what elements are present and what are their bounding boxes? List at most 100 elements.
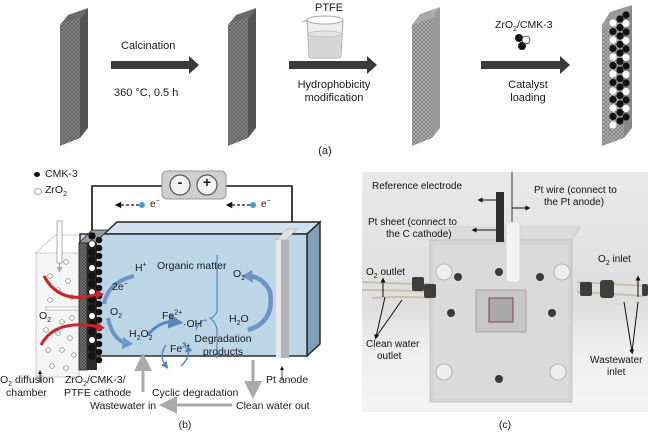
- cathode-particle: [88, 264, 96, 272]
- caption-b: (b): [178, 419, 192, 431]
- cmk3-particle: [95, 316, 103, 324]
- fe2-label: Fe2+: [162, 309, 183, 323]
- cmk3-particle: [616, 66, 624, 74]
- cmk3-particle: [609, 44, 617, 53]
- cmk3-particle: [95, 300, 103, 308]
- o2-bubble: [71, 352, 77, 358]
- cyclic-degradation-label: Cyclic degradation: [152, 387, 239, 399]
- zro2-particle: [609, 87, 617, 95]
- calcination-label: Calcination: [121, 40, 176, 52]
- o2-anode-label: O2: [233, 268, 246, 283]
- cathode-particle: [88, 232, 96, 240]
- electron-label-right: e−: [261, 197, 271, 210]
- hydroxyl-radical-label: ·OH: [183, 318, 203, 330]
- catalyst-loaded-electrode: [602, 5, 632, 146]
- fenton-arrow-2: [160, 344, 169, 369]
- o2-bubbles: [43, 259, 77, 371]
- o2-flow-arrow-upper: [42, 275, 99, 299]
- cmk3-particle: [616, 74, 624, 83]
- o2-flow-arrow-lower: [39, 323, 101, 346]
- process-arrow-1: [111, 56, 199, 74]
- cmk3-particle: [616, 83, 624, 91]
- cmk3-particle: [95, 356, 103, 364]
- zro2-legend-label: ZrO2: [45, 184, 67, 199]
- power-plus-terminal: [196, 174, 218, 196]
- loading-label: loading: [510, 92, 546, 104]
- o2-cathode-label: O2: [110, 306, 123, 321]
- pt-sheet-label-line2: the C cathode): [386, 229, 452, 240]
- cmk3-particle: [622, 45, 630, 53]
- electron-flow-right: [225, 201, 256, 209]
- zro2-legend-marker: [34, 188, 42, 195]
- minus-sign: -: [177, 174, 183, 190]
- carbon-cloth-electrode-2: [228, 8, 256, 146]
- zro2-particle: [622, 53, 630, 62]
- pt-wire-label-line1: Pt wire (connect to: [534, 185, 617, 196]
- cmk3-particle: [95, 260, 103, 268]
- zro2-particle: [622, 87, 630, 96]
- caption-c: (c): [498, 419, 512, 431]
- o2-bubble: [59, 319, 65, 325]
- o2-bubble: [67, 335, 73, 341]
- reference-electrode-label: Reference electrode: [372, 181, 463, 192]
- cmk3-particle: [616, 23, 624, 32]
- cmk3-particle: [609, 112, 617, 121]
- fenton-arrow-3: [180, 344, 193, 367]
- cmk3-particle: [95, 276, 103, 284]
- o2-inlet-label: O2 inlet: [598, 254, 631, 267]
- clean-water-outlet-label-line1: Clean water: [366, 339, 420, 350]
- ptfe-label: PTFE: [315, 2, 344, 14]
- cmk3-particle: [622, 11, 630, 19]
- cmk3-particle: [616, 108, 624, 117]
- cmk3-particle: [95, 332, 103, 340]
- process-arrow-2: [289, 56, 377, 74]
- cathode-particle: [88, 280, 96, 288]
- zro2-particle: [609, 70, 617, 78]
- o2-bubble: [69, 315, 75, 321]
- electron-label-left: e−: [150, 197, 160, 210]
- o2-bubble: [63, 259, 69, 265]
- cmk3-particle: [95, 308, 103, 316]
- cathode-particle: [88, 312, 96, 320]
- o2-bubble: [45, 347, 51, 353]
- o2-outlet-label: O2 outlet: [366, 267, 405, 280]
- h2o2-label: H2O2: [129, 328, 153, 343]
- h-plus-arrow: [102, 274, 135, 305]
- zro2-particle: [609, 104, 617, 112]
- cmk3-particle: [616, 57, 624, 66]
- cmk3-particle: [616, 49, 624, 57]
- cmk3-particle: [616, 117, 624, 125]
- catalyst-particles-icon: [515, 34, 531, 50]
- ptfe-beaker-icon: [301, 15, 344, 59]
- catalyst-label: Catalyst: [508, 79, 548, 91]
- pt-anode-plate: [275, 228, 298, 358]
- cmk3-particle: [622, 62, 630, 70]
- fenton-arrow-1: [146, 313, 184, 336]
- zro2-particle: [609, 121, 617, 129]
- o2-bubble: [59, 347, 65, 353]
- cathode-label: ZrO2/CMK-3/: [65, 374, 126, 389]
- cmk3-particle: [95, 252, 103, 260]
- oh-attack-arrow: [195, 319, 207, 331]
- process-arrow-3: [481, 56, 570, 74]
- cmk3-particle: [622, 113, 630, 121]
- o2-bubble: [43, 327, 49, 333]
- cmk3-particle: [609, 27, 617, 36]
- clean-water-outlet-label-line2: outlet: [377, 351, 402, 362]
- cathode-particle: [88, 272, 96, 280]
- plus-sign: +: [202, 174, 212, 190]
- chamber-label: chamber: [6, 387, 47, 399]
- zro2-particle: [622, 104, 630, 113]
- cmk3-particle: [616, 15, 624, 23]
- panel-a-graphics: [60, 5, 632, 146]
- cmk3-particle: [616, 40, 624, 49]
- zro2-particle: [622, 36, 630, 45]
- cmk3-legend-label: CMK-3: [45, 168, 78, 180]
- carbon-cloth-electrode-1: [60, 8, 88, 146]
- o2-bubble: [63, 365, 69, 371]
- cmk3-particle: [95, 348, 103, 356]
- wastewater-in-label: Wastewater in: [90, 400, 157, 412]
- products-label: products: [202, 346, 244, 358]
- degradation-label: Degradation: [194, 333, 252, 345]
